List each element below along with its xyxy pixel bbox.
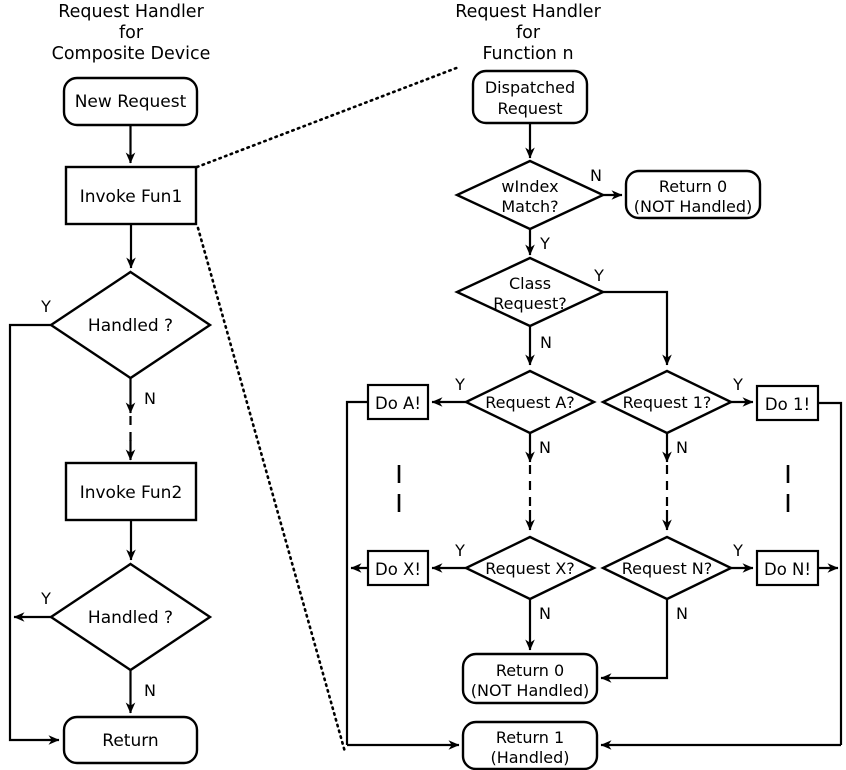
label-handled2-no: N	[144, 681, 156, 700]
node-return0-bottom-line1: Return 0	[496, 661, 564, 680]
edge-requestn-no-to-return0	[600, 599, 669, 683]
title-left-line2: for	[119, 23, 144, 43]
node-do-a-label: Do A!	[375, 394, 421, 413]
label-class-yes: Y	[593, 266, 604, 285]
node-do-x-label: Do X!	[375, 560, 421, 579]
title-right-line2: for	[516, 23, 541, 43]
label-requestn-yes: Y	[732, 541, 743, 560]
dotted-link-upper	[195, 65, 461, 169]
node-invoke-fun2	[64, 461, 198, 522]
node-windex-match-line2: Match?	[501, 197, 558, 216]
label-handled2-yes: Y	[40, 589, 51, 608]
node-request-a-label: Request A?	[485, 393, 575, 412]
node-invoke-fun2-label: Invoke Fun2	[80, 483, 183, 503]
node-return0-bottom-line2: (NOT Handled)	[471, 681, 589, 700]
label-requestx-no: N	[539, 604, 551, 623]
node-do-x	[366, 549, 430, 587]
node-return1-bottom-line1: Return 1	[496, 728, 564, 747]
node-return1-bottom-line2: (Handled)	[490, 748, 569, 767]
edge-class-yes-to-request1	[603, 290, 672, 366]
node-new-request-label: New Request	[75, 92, 187, 112]
node-return0-top-line1: Return 0	[659, 177, 727, 196]
node-handled-1-label: Handled ?	[88, 316, 173, 336]
title-right-line3: Function n	[482, 44, 573, 64]
label-requestn-no: N	[676, 604, 688, 623]
title-left-line1: Request Handler	[58, 2, 204, 22]
node-dispatched-request-line1: Dispatched	[485, 78, 575, 97]
node-do-n	[755, 549, 820, 587]
node-request-n-label: Request N?	[622, 559, 713, 578]
label-handled1-yes: Y	[40, 297, 51, 316]
node-windex-match-line1: wIndex	[501, 177, 558, 196]
title-right: Request Handler for Function n	[455, 2, 601, 64]
edge-do1-to-right-rail	[818, 401, 843, 745]
title-left: Request Handler for Composite Device	[52, 2, 211, 64]
node-invoke-fun1-label: Invoke Fun1	[80, 187, 183, 207]
node-do-a	[366, 383, 430, 421]
node-request-1-label: Request 1?	[623, 393, 712, 412]
node-handled-2-label: Handled ?	[88, 608, 173, 628]
label-windex-no: N	[590, 166, 602, 185]
label-handled1-no: N	[144, 389, 156, 408]
label-windex-yes: Y	[539, 234, 550, 253]
node-class-request-line1: Class	[509, 274, 551, 293]
node-request-x-label: Request X?	[485, 559, 575, 578]
title-left-line3: Composite Device	[52, 44, 211, 64]
node-do-n-label: Do N!	[764, 560, 811, 579]
label-request1-yes: Y	[732, 375, 743, 394]
label-requestx-yes: Y	[454, 541, 465, 560]
node-dispatched-request-line2: Request	[498, 99, 563, 118]
node-return1-bottom	[461, 720, 599, 770]
node-class-request-line2: Request?	[493, 294, 566, 313]
node-do-1-label: Do 1!	[765, 395, 810, 414]
label-requesta-yes: Y	[454, 375, 465, 394]
label-request1-no: N	[676, 438, 688, 457]
title-right-line1: Request Handler	[455, 2, 601, 22]
node-return0-top-line2: (NOT Handled)	[634, 197, 752, 216]
node-return-label: Return	[102, 731, 158, 751]
dotted-link-lower	[196, 226, 347, 754]
node-invoke-fun1	[64, 165, 198, 226]
edge-handled1-yes-to-return	[8, 323, 60, 745]
node-return	[62, 715, 199, 765]
edge-doa-to-left-rail	[345, 400, 368, 745]
node-return0-bottom	[461, 652, 599, 705]
node-return0-top	[624, 169, 762, 220]
label-requesta-no: N	[539, 438, 551, 457]
label-class-no: N	[540, 333, 552, 352]
